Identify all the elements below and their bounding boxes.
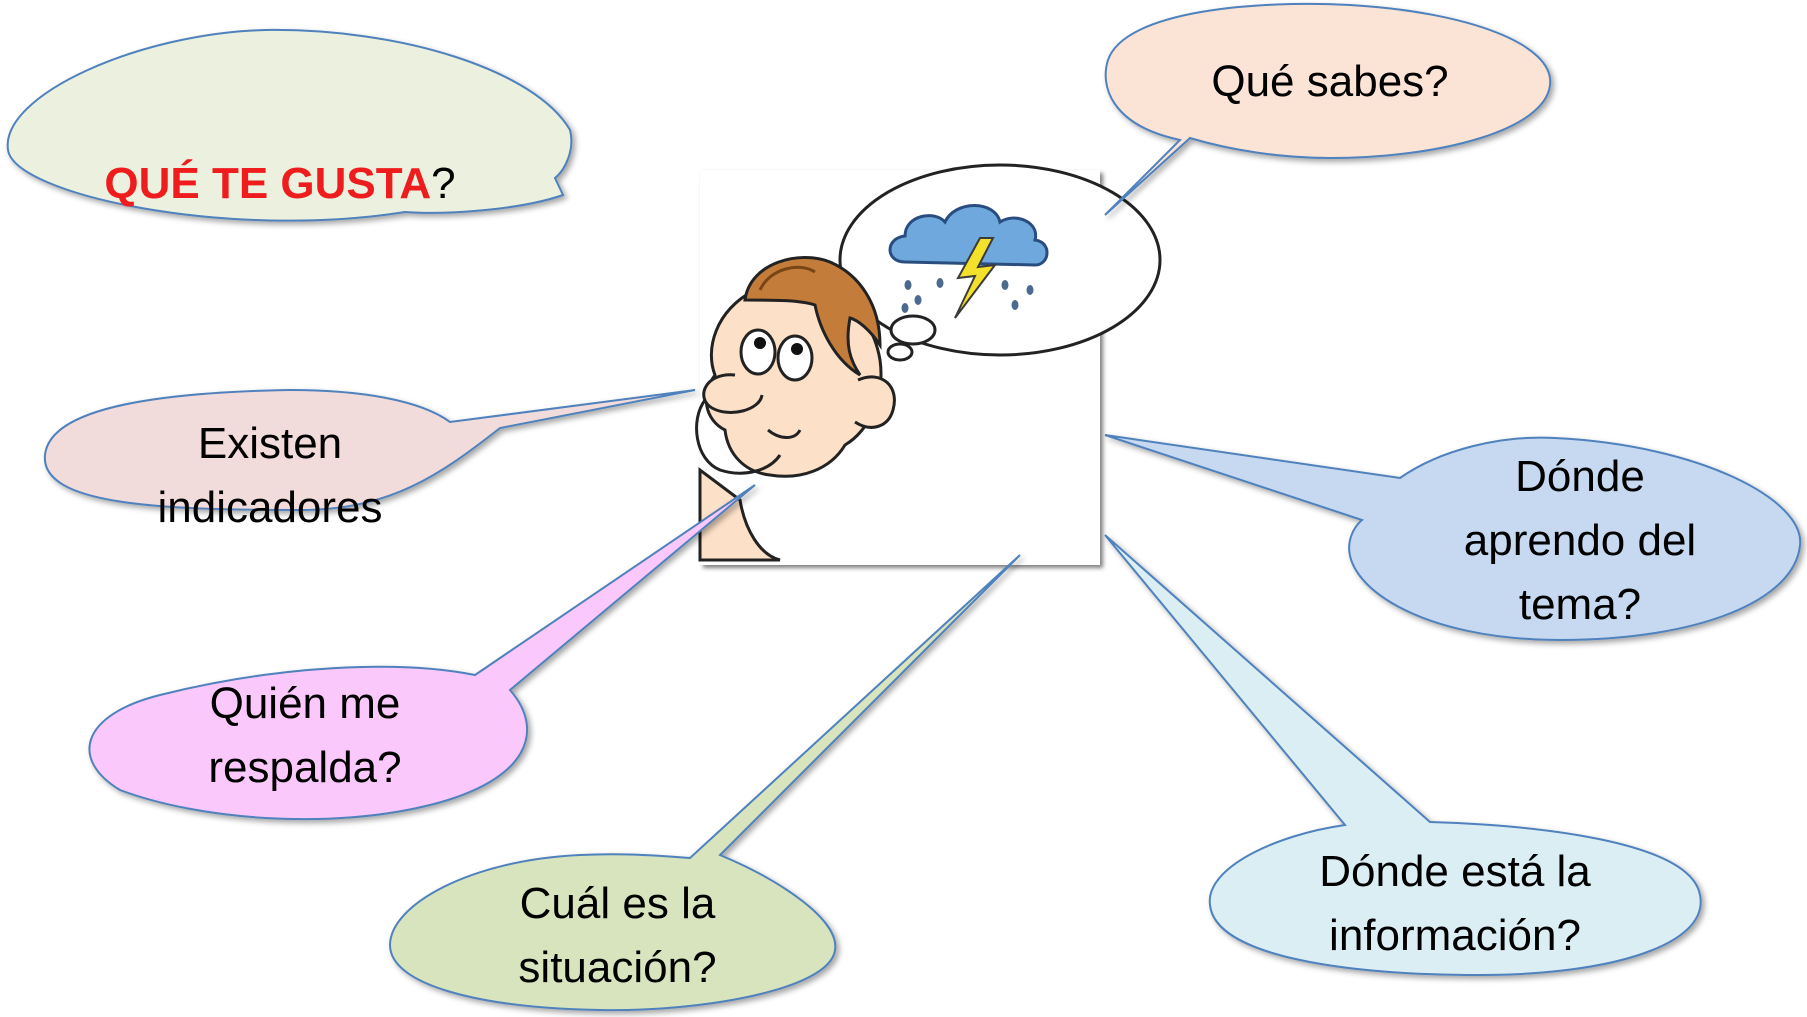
bubble-text-line: Existen (197, 419, 343, 468)
bubble-text-line: indicadores (157, 483, 383, 532)
bubble-cual-situacion (388, 554, 1021, 1012)
storm-cloud-icon (888, 204, 1049, 319)
label-que-te-gusta: QUÉ TE GUSTA? (60, 152, 500, 216)
label-cual-situacion: Cuál es la situación? (420, 872, 815, 1000)
bubble-text-line: Qué sabes? (1211, 57, 1449, 106)
highlight-text: QUÉ TE GUSTA (104, 159, 432, 208)
bubble-text-line: información? (1329, 911, 1581, 960)
thinking-person-illustration (695, 163, 1162, 565)
label-quien-respalda: Quién me respalda? (110, 672, 500, 800)
bubble-text-line: Cuál es la (519, 879, 716, 928)
bubble-quien-respalda (88, 484, 756, 821)
bubble-text-line: tema? (1518, 580, 1642, 629)
bubble-text-line: situación? (518, 943, 717, 992)
bubble-text-line: Dónde está la (1319, 847, 1591, 896)
question-mark: ? (431, 159, 456, 208)
bubble-text-line: Quién me (209, 679, 401, 728)
label-que-sabes: Qué sabes? (1130, 50, 1530, 114)
person-face-icon (695, 256, 896, 562)
bubble-donde-aprendo (1104, 434, 1802, 642)
bubble-existen-indicadores (43, 388, 696, 512)
label-donde-informacion: Dónde está la información? (1240, 840, 1670, 968)
bubble-donde-informacion (1104, 534, 1702, 977)
bubble-text-line: respalda? (208, 743, 402, 792)
bubble-text-line: aprendo del (1463, 516, 1697, 565)
label-donde-aprendo: Dónde aprendo del tema? (1380, 445, 1780, 637)
bubble-text-line: Dónde (1515, 452, 1645, 501)
bubble-que-sabes (1104, 2, 1552, 216)
label-existen-indicadores: Existen indicadores (80, 412, 460, 540)
bubble-que-te-gusta (6, 28, 573, 222)
